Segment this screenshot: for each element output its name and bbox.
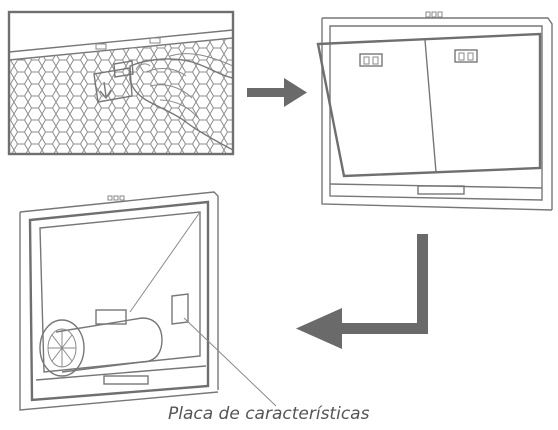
arrow-right-icon — [247, 78, 307, 107]
step3-hood-interior-panel — [19, 191, 277, 411]
rating-plate-leader-line — [183, 317, 277, 407]
arrow-down-left-icon — [296, 234, 428, 349]
step1-latch-detail-panel — [7, 10, 235, 156]
rating-plate-label: Placa de características — [168, 404, 370, 424]
step2-hood-filters-panel — [316, 11, 553, 211]
